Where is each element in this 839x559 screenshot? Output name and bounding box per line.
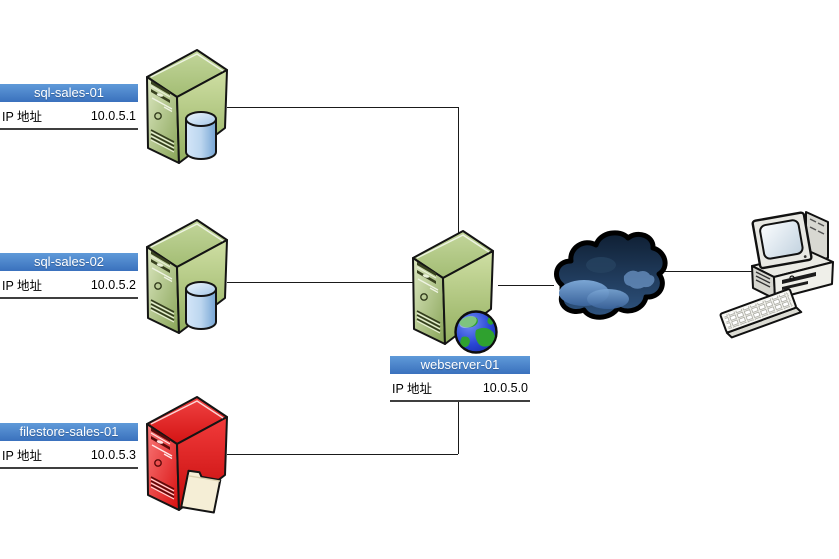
keyboard-icon xyxy=(719,288,803,339)
node-title[interactable]: webserver-01 xyxy=(390,356,530,374)
ip-field-value: 10.0.5.2 xyxy=(90,277,136,292)
ip-row: IP 地址 10.0.5.1 xyxy=(0,102,138,130)
ip-field-label: IP 地址 xyxy=(2,279,43,293)
ip-field-value: 10.0.5.0 xyxy=(482,380,528,395)
database-cylinder-icon xyxy=(185,281,217,330)
ip-field-value: 10.0.5.1 xyxy=(90,108,136,123)
sql-sales-02-server-icon[interactable] xyxy=(138,218,233,344)
connector-cloud-computer xyxy=(663,271,756,272)
node-title[interactable]: sql-sales-01 xyxy=(0,84,138,102)
node-label-sql-sales-02[interactable]: sql-sales-02 IP 地址 10.0.5.2 xyxy=(0,253,138,299)
node-title[interactable]: filestore-sales-01 xyxy=(0,423,138,441)
connector-sql-sales-01-horizontal xyxy=(227,107,458,108)
ip-field-value: 10.0.5.3 xyxy=(90,447,136,462)
connector-filestore-horizontal xyxy=(227,454,458,455)
node-title[interactable]: sql-sales-02 xyxy=(0,253,138,271)
connector-sql-sales-02 xyxy=(227,282,415,283)
database-cylinder-icon xyxy=(185,111,217,160)
monitor-icon xyxy=(751,211,813,270)
connector-sql-sales-01-vertical xyxy=(458,107,459,242)
ip-row: IP 地址 10.0.5.0 xyxy=(390,374,530,402)
connector-filestore-vertical xyxy=(458,400,459,454)
ip-field-label: IP 地址 xyxy=(392,382,433,396)
ip-field-label: IP 地址 xyxy=(2,110,43,124)
cloud-highlights xyxy=(559,257,655,309)
globe-icon xyxy=(456,312,499,353)
webserver-01-server-icon[interactable] xyxy=(404,229,499,355)
filestore-sales-01-server-icon[interactable] xyxy=(138,395,233,521)
ip-row: IP 地址 10.0.5.2 xyxy=(0,271,138,299)
desktop-computer-icon[interactable] xyxy=(712,206,839,342)
sql-sales-01-server-icon[interactable] xyxy=(138,48,233,174)
node-label-sql-sales-01[interactable]: sql-sales-01 IP 地址 10.0.5.1 xyxy=(0,84,138,130)
internet-cloud-icon[interactable] xyxy=(546,221,671,336)
node-label-filestore-sales-01[interactable]: filestore-sales-01 IP 地址 10.0.5.3 xyxy=(0,423,138,469)
connector-webserver-cloud xyxy=(498,285,554,286)
node-label-webserver-01[interactable]: webserver-01 IP 地址 10.0.5.0 xyxy=(390,356,530,402)
ip-row: IP 地址 10.0.5.3 xyxy=(0,441,138,469)
ip-field-label: IP 地址 xyxy=(2,449,43,463)
